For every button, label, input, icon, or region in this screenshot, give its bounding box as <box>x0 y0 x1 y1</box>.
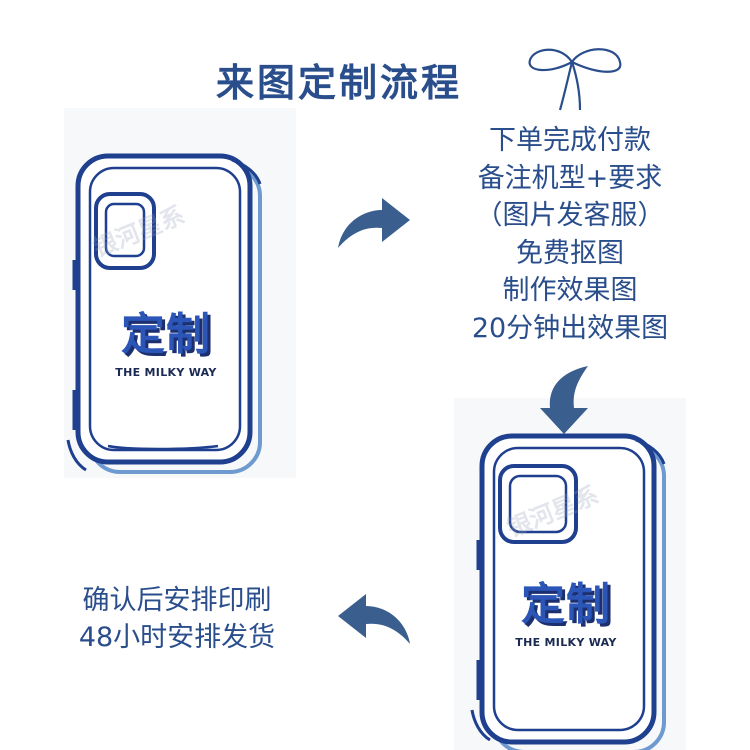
page-title: 来图定制流程 <box>216 61 463 105</box>
brand-subtitle-right: THE MILKY WAY <box>515 636 617 649</box>
step-2: 备注机型+要求 <box>477 162 663 194</box>
step-1: 下单完成付款 <box>489 125 651 156</box>
phone-case-left: 银河星系 定制 THE MILKY WAY <box>66 150 268 480</box>
brand-right: 定制 THE MILKY WAY <box>466 568 666 649</box>
step-6: 20分钟出效果图 <box>471 312 669 344</box>
shipping-line-1: 确认后安排印刷 <box>82 585 272 616</box>
shipping-line-2: 48小时安排发货 <box>78 622 276 653</box>
arrow-right-icon <box>338 198 410 248</box>
step-5: 制作效果图 <box>502 275 638 306</box>
arrow-left-icon <box>338 594 410 644</box>
brand-subtitle-left: THE MILKY WAY <box>115 366 217 379</box>
step-3: （图片发客服） <box>475 200 665 231</box>
brand-title-left: 定制 <box>121 309 211 360</box>
phone-case-right: 银河星系 定制 THE MILKY WAY <box>470 430 672 750</box>
bow-icon <box>528 48 622 111</box>
brand-left: 定制 THE MILKY WAY <box>66 298 266 379</box>
shipping-note: 确认后安排印刷 48小时安排发货 <box>52 582 302 656</box>
brand-title-right: 定制 <box>521 579 611 630</box>
step-4: 免费抠图 <box>516 237 624 269</box>
steps-list: 下单完成付款 备注机型+要求 （图片发客服） 免费抠图 制作效果图 20分钟出效… <box>440 122 700 347</box>
arrow-down-icon <box>540 366 588 434</box>
